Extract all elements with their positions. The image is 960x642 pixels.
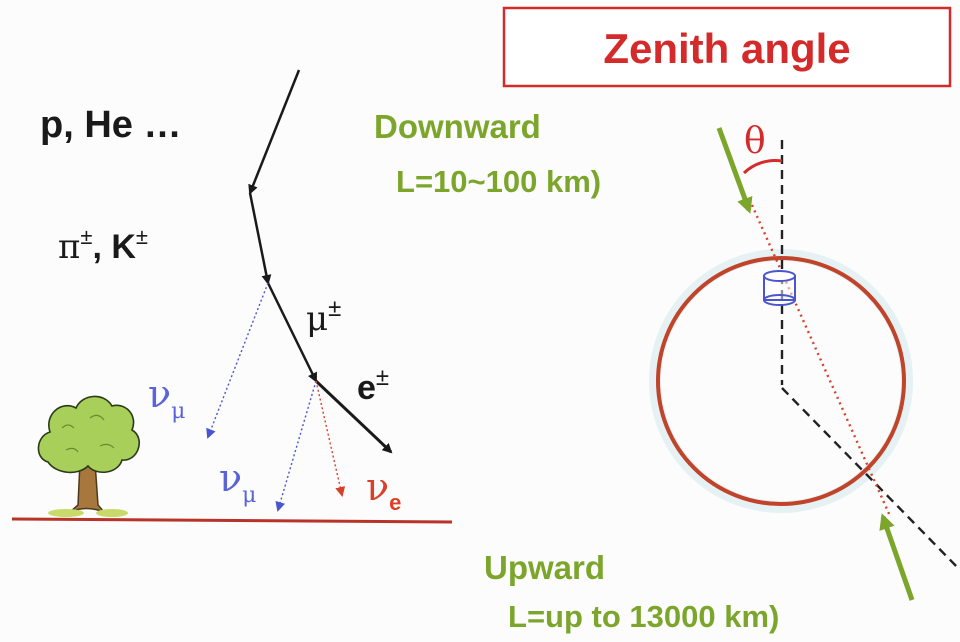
axis-line-lower: [781, 387, 960, 571]
primaries-label: p, He …: [40, 104, 181, 146]
nu-mu-track-2: [275, 380, 317, 512]
meson-track: [248, 192, 272, 285]
upward-label: Upward: [484, 549, 605, 586]
ground-line: [11, 517, 453, 524]
theta-label: θ: [744, 121, 766, 162]
theta-arc: [742, 159, 783, 175]
nu-mu-track-1: [206, 282, 269, 439]
nu-e-label: νe: [366, 465, 401, 515]
muon-label: μ±: [306, 295, 341, 339]
detector-icon: [763, 270, 796, 306]
earth-outline: [656, 256, 906, 506]
downward-label: Downward: [374, 108, 541, 145]
title-box: [502, 6, 952, 88]
upward-length: L=up to 13000 km): [508, 599, 779, 634]
upward-arrow: [879, 513, 915, 601]
primary-track: [248, 69, 301, 195]
tree-icon: [37, 395, 141, 517]
earth-circle: [649, 249, 913, 513]
nu-mu-label-2: νμ: [219, 456, 256, 508]
muon-track: [266, 282, 318, 383]
neutrino-path: [750, 204, 892, 517]
downward-arrow: [716, 127, 753, 214]
downward-length: L=10~100 km): [396, 164, 601, 199]
nu-mu-label-1: νμ: [148, 372, 185, 424]
nu-e-track: [315, 380, 346, 497]
electron-track: [314, 379, 393, 454]
electron-label: e±: [357, 364, 389, 407]
title-text: Zenith angle: [603, 25, 850, 72]
meson-label: π±, K±: [58, 224, 148, 267]
